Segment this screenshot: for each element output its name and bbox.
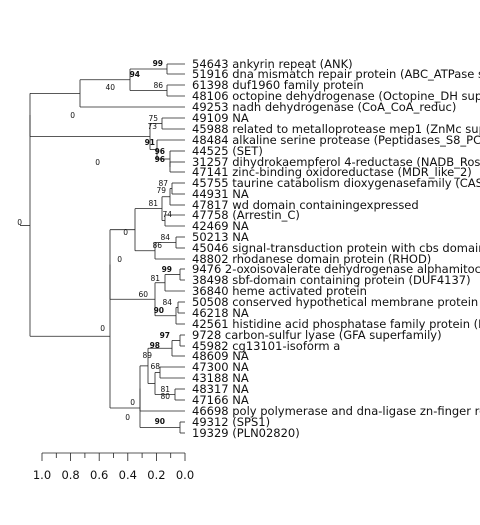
leaf-label: 48317 NA bbox=[192, 382, 249, 396]
support-value: 0 bbox=[125, 413, 130, 422]
support-value: 60 bbox=[138, 290, 148, 299]
leaf-label: 42561 histidine acid phosphatase family … bbox=[192, 317, 480, 331]
support-value: 81 bbox=[148, 199, 158, 208]
leaf-label: 61398 duf1960 family protein bbox=[192, 78, 364, 92]
axis-tick-label: 1.0 bbox=[33, 468, 51, 482]
leaf-label: 9728 carbon-sulfur lyase (GFA superfamil… bbox=[192, 328, 442, 342]
support-value: 75 bbox=[148, 114, 158, 123]
leaf-label: 19329 (PLN02820) bbox=[192, 426, 300, 440]
leaf-label: 49312 (SPS1) bbox=[192, 415, 270, 429]
leaf-label: 38498 sbf-domain containing protein (DUF… bbox=[192, 273, 471, 287]
support-value: 68 bbox=[150, 362, 160, 371]
support-value: 0 bbox=[130, 398, 135, 407]
leaf-labels: 54643 ankyrin repeat (ANK)51916 dna mism… bbox=[192, 57, 480, 440]
leaf-label: 47817 wd domain containingexpressed bbox=[192, 198, 419, 212]
support-value: 81 bbox=[150, 274, 160, 283]
leaf-label: 54643 ankyrin repeat (ANK) bbox=[192, 57, 353, 71]
support-value: 90 bbox=[155, 417, 165, 426]
axis-tick-label: 0.6 bbox=[90, 468, 108, 482]
leaf-label: 9476 2-oxoisovalerate dehydrogenase alph… bbox=[192, 262, 480, 276]
support-value: 74 bbox=[162, 210, 172, 219]
leaf-label: 45988 related to metalloprotease mep1 (Z… bbox=[192, 122, 480, 136]
leaf-label: 42469 NA bbox=[192, 219, 249, 233]
support-value: 99 bbox=[153, 59, 163, 68]
axis-tick-label: 0.4 bbox=[119, 468, 137, 482]
support-value: 86 bbox=[153, 81, 163, 90]
leaf-label: 44931 NA bbox=[192, 187, 249, 201]
support-value: 97 bbox=[160, 331, 170, 340]
support-value: 40 bbox=[105, 83, 115, 92]
leaf-label: 45046 signal-transduction protein with c… bbox=[192, 241, 480, 255]
leaf-label: 48484 alkaline serine protease (Peptidas… bbox=[192, 133, 480, 147]
support-value: 0 bbox=[17, 218, 22, 227]
leaf-label: 31257 dihydrokaempferol 4-reductase (NAD… bbox=[192, 155, 480, 169]
leaf-label: 50213 NA bbox=[192, 230, 249, 244]
leaf-label: 48106 octopine dehydrogenase (Octopine_D… bbox=[192, 89, 480, 103]
leaf-label: 47141 zinc-binding oxidoreductase (MDR_l… bbox=[192, 165, 472, 179]
tree-branches bbox=[20, 63, 185, 434]
support-value: 89 bbox=[142, 351, 152, 360]
axis-tick-label: 0.8 bbox=[61, 468, 79, 482]
distance-axis: 1.0 0.8 0.6 0.4 0.2 0.0 bbox=[33, 452, 194, 482]
leaf-label: 49109 NA bbox=[192, 111, 249, 125]
leaf-label: 45982 cg13101-isoform a bbox=[192, 339, 340, 353]
support-value: 84 bbox=[162, 298, 172, 307]
leaf-label: 47300 NA bbox=[192, 360, 249, 374]
leaf-label: 48609 NA bbox=[192, 349, 249, 363]
leaf-label: 50508 conserved hypothetical membrane pr… bbox=[192, 295, 480, 309]
leaf-label: 46698 poly polymerase and dna-ligase zn-… bbox=[192, 404, 480, 418]
support-value: 98 bbox=[150, 341, 160, 350]
support-value: 79 bbox=[156, 186, 166, 195]
leaf-label: 48802 rhodanese domain protein (RHOD) bbox=[192, 252, 431, 266]
support-value: 80 bbox=[160, 392, 170, 401]
leaf-label: 47166 NA bbox=[192, 393, 249, 407]
support-value: 0 bbox=[100, 324, 105, 333]
leaf-label: 45755 taurine catabolism dioxygenasefami… bbox=[192, 176, 480, 190]
axis-tick-label: 0.2 bbox=[147, 468, 165, 482]
support-value: 99 bbox=[162, 265, 172, 274]
support-value: 91 bbox=[145, 138, 155, 147]
support-value: 84 bbox=[160, 233, 170, 242]
leaf-label: 43188 NA bbox=[192, 371, 249, 385]
support-value: 0 bbox=[95, 158, 100, 167]
support-value: 0 bbox=[117, 255, 122, 264]
support-value: 87 bbox=[158, 179, 168, 188]
leaf-label: 47758 (Arrestin_C) bbox=[192, 208, 300, 222]
leaf-label: 51916 dna mismatch repair protein (ABC_A… bbox=[192, 67, 480, 81]
support-value: 96 bbox=[155, 147, 165, 156]
support-value: 0 bbox=[70, 111, 75, 120]
support-value: 81 bbox=[160, 385, 170, 394]
support-value: 73 bbox=[147, 122, 157, 131]
leaf-label: 46218 NA bbox=[192, 306, 249, 320]
support-value: 86 bbox=[152, 241, 162, 250]
support-value: 90 bbox=[154, 306, 164, 315]
support-value: 96 bbox=[155, 155, 165, 164]
leaf-label: 44525 (SET) bbox=[192, 144, 263, 158]
axis-tick-label: 0.0 bbox=[176, 468, 194, 482]
support-value: 94 bbox=[130, 70, 140, 79]
leaf-label: 36840 heme activated protein bbox=[192, 284, 367, 298]
support-value: 0 bbox=[123, 228, 128, 237]
leaf-label: 49253 nadh dehydrogenase (CoA_CoA_reduc) bbox=[192, 100, 456, 114]
